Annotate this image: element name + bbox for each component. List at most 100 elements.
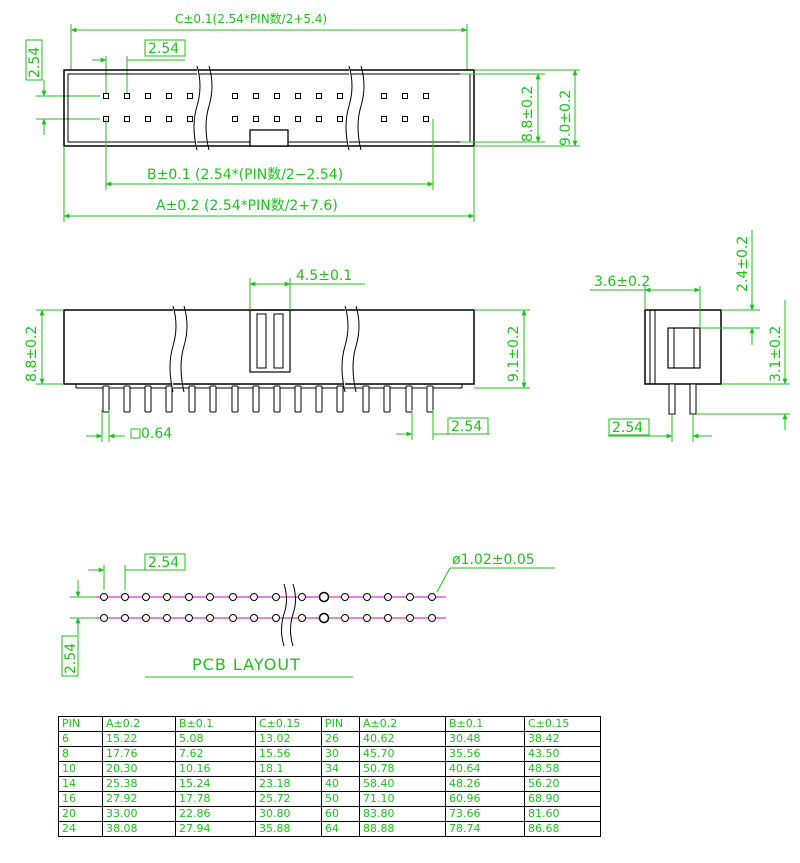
pin	[102, 385, 110, 413]
pin-pad	[295, 116, 301, 122]
pin-pad	[316, 116, 322, 122]
table-cell: 81.60	[524, 806, 601, 822]
pcb-hole	[363, 593, 371, 601]
pin	[252, 385, 260, 413]
pcb-hole	[406, 593, 414, 601]
pin	[273, 385, 281, 413]
table-cell: 68.90	[524, 791, 601, 807]
table-cell: 45.70	[359, 746, 446, 762]
table-cell: 15.56	[255, 746, 322, 762]
table-cell: 48.26	[445, 776, 525, 792]
table-cell: 30.80	[255, 806, 322, 822]
table-cell: 35.56	[445, 746, 525, 762]
pin-pad	[145, 116, 151, 122]
table-cell: 14	[58, 776, 103, 792]
table-cell: 40.64	[445, 761, 525, 777]
pin-pad	[187, 116, 193, 122]
table-cell: 30.48	[445, 731, 525, 747]
table-cell: 40.62	[359, 731, 446, 747]
pin	[188, 385, 196, 413]
pin	[315, 385, 323, 413]
b-dimension-label: B±0.1 (2.54*(PIN数/2−2.54)	[147, 167, 343, 183]
table-cell: 25.72	[255, 791, 322, 807]
table-cell: 50.78	[359, 761, 446, 777]
pcb-hole	[100, 593, 108, 601]
pin-pad	[381, 93, 387, 99]
table-cell: 7.62	[175, 746, 256, 762]
pcb-hole	[185, 593, 193, 601]
table-cell: 50	[321, 791, 360, 807]
pin-pad	[402, 116, 408, 122]
table-cell: 25.38	[102, 776, 176, 792]
table-cell: 73.66	[445, 806, 525, 822]
pcb-hole	[272, 614, 280, 622]
side-pitch-label: 2.54	[612, 420, 643, 436]
table-cell: 64	[321, 821, 360, 837]
pcb-hole	[384, 593, 392, 601]
pin-pad	[316, 93, 322, 99]
pcb-left-pitch-label: 2.54	[63, 643, 79, 674]
pcb-hole	[250, 593, 258, 601]
pin-pad	[402, 93, 408, 99]
pcb-hole	[163, 593, 171, 601]
table-cell: 15.22	[102, 731, 176, 747]
table-cell: 22.86	[175, 806, 256, 822]
table-cell: 78.74	[445, 821, 525, 837]
outer-height-label: 9.0±0.2	[558, 90, 574, 146]
front-view: 4.5±0.1 8.8±0.2 9.1±0.2 0.64 2.54	[24, 268, 530, 442]
pin-pad	[124, 116, 130, 122]
pcb-hole	[121, 593, 129, 601]
table-cell: 40	[321, 776, 360, 792]
table-cell: 27.94	[175, 821, 256, 837]
pcb-hole	[428, 614, 436, 622]
pcb-layout: 2.54 2.54 ø1.02±0.05 PCB LAYOUT	[61, 552, 555, 678]
table-cell: 60	[321, 806, 360, 822]
pcb-hole	[206, 593, 214, 601]
pin	[426, 385, 434, 413]
pin	[405, 385, 413, 413]
pin	[294, 385, 302, 413]
table-cell: 17.78	[175, 791, 256, 807]
pcb-hole	[229, 614, 237, 622]
pin-pad	[337, 93, 343, 99]
pin-pad	[187, 93, 193, 99]
key-width-label: 4.5±0.1	[296, 268, 352, 284]
pcb-hole	[206, 614, 214, 622]
pcb-hole	[142, 614, 150, 622]
pcb-layout-title: PCB LAYOUT	[192, 655, 301, 674]
table-cell: 23.18	[255, 776, 322, 792]
table-cell: 38.42	[524, 731, 601, 747]
table-cell: 43.50	[524, 746, 601, 762]
pcb-hole	[363, 614, 371, 622]
table-cell: 18.1	[255, 761, 322, 777]
front-pin-row	[102, 385, 434, 413]
pcb-hole	[142, 593, 150, 601]
pcb-hole	[318, 591, 330, 603]
side-width-label: 3.6±0.2	[594, 274, 650, 290]
table-cell: 34	[321, 761, 360, 777]
table-cell: 16	[58, 791, 103, 807]
pcb-hole	[185, 614, 193, 622]
table-cell: 35.88	[255, 821, 322, 837]
hole-diameter-label: ø1.02±0.05	[452, 552, 535, 568]
left-pitch-label: 2.54	[27, 47, 43, 78]
table-cell: 20	[58, 806, 103, 822]
side-top-height-label: 2.4±0.2	[735, 236, 751, 292]
side-view: 3.6±0.2 2.4±0.2 3.1±0.2 2.54	[590, 230, 790, 442]
pcb-hole	[298, 593, 306, 601]
pin-pad	[232, 116, 238, 122]
table-cell: 15.24	[175, 776, 256, 792]
pcb-hole	[121, 614, 129, 622]
pcb-hole	[250, 614, 258, 622]
top-pitch-label: 2.54	[148, 41, 179, 57]
pin	[336, 385, 344, 413]
c-dimension-label: C±0.1(2.54*PIN数/2+5.4)	[175, 11, 327, 26]
table-cell: 10.16	[175, 761, 256, 777]
header-cell: C±0.15	[255, 716, 322, 732]
